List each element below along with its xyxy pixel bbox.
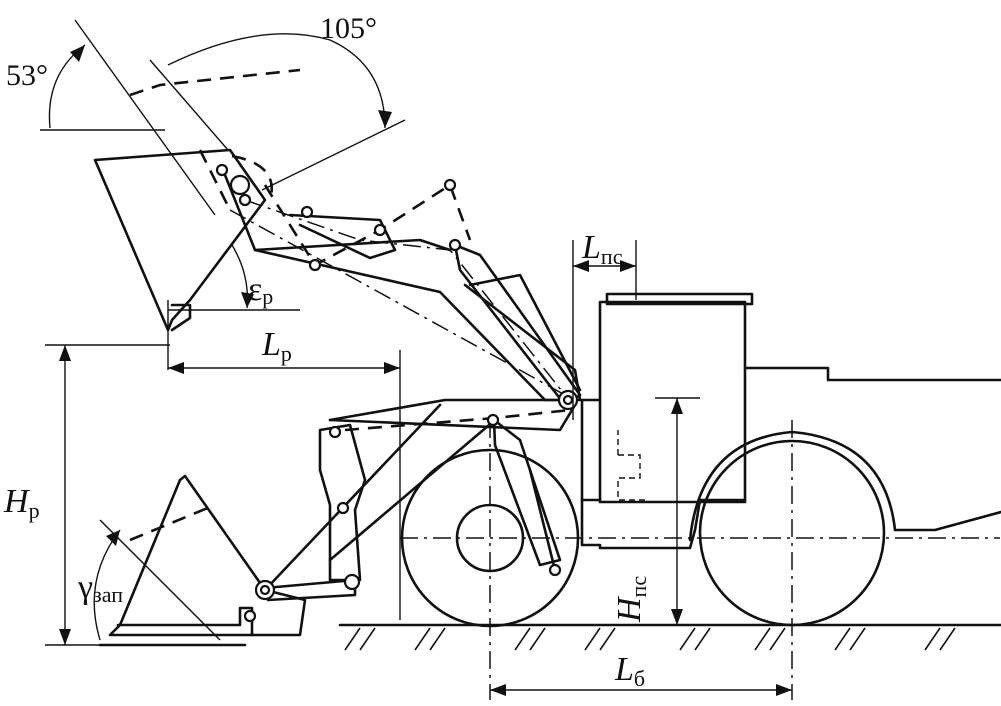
hp-label: Hр bbox=[3, 483, 40, 523]
boom-lower bbox=[263, 398, 577, 602]
arrowheads bbox=[59, 45, 792, 696]
bucket-lower bbox=[98, 474, 307, 647]
angle-105-label: 105° bbox=[320, 12, 377, 45]
hps-label-group: Hпс bbox=[611, 576, 651, 623]
eps-p-sub: р bbox=[262, 284, 273, 309]
hps-label: Hпс bbox=[611, 576, 651, 623]
lps-main: L bbox=[581, 229, 601, 266]
ground bbox=[338, 623, 1001, 651]
hps-sub: пс bbox=[626, 576, 651, 598]
hps-main: H bbox=[611, 595, 648, 623]
gamma-sub: зап bbox=[93, 582, 123, 607]
lb-label: Lб bbox=[614, 651, 645, 691]
hp-sub: р bbox=[29, 498, 40, 523]
lp-main: L bbox=[261, 326, 281, 363]
rear-wheel bbox=[400, 420, 1000, 700]
labels: 53° 105° εр Lр Lпс Hр γзап Hпс Lб bbox=[3, 12, 651, 691]
dimension-lines bbox=[40, 19, 792, 691]
bucket-upper bbox=[93, 68, 301, 332]
lps-label: Lпс bbox=[581, 229, 623, 269]
gamma-label: γзап bbox=[77, 569, 123, 607]
machine-body bbox=[580, 292, 1001, 550]
angle-53-label: 53° bbox=[6, 59, 48, 92]
boom-upper bbox=[223, 173, 582, 407]
lp-sub: р bbox=[281, 341, 292, 366]
gamma-main: γ bbox=[77, 569, 93, 606]
lps-sub: пс bbox=[601, 244, 623, 269]
lb-main: L bbox=[614, 651, 634, 688]
lb-sub: б bbox=[634, 666, 645, 691]
eps-p-main: ε bbox=[248, 271, 262, 308]
lp-label: Lр bbox=[261, 326, 292, 366]
eps-p-label: εр bbox=[248, 271, 273, 309]
hp-main: H bbox=[3, 483, 31, 520]
